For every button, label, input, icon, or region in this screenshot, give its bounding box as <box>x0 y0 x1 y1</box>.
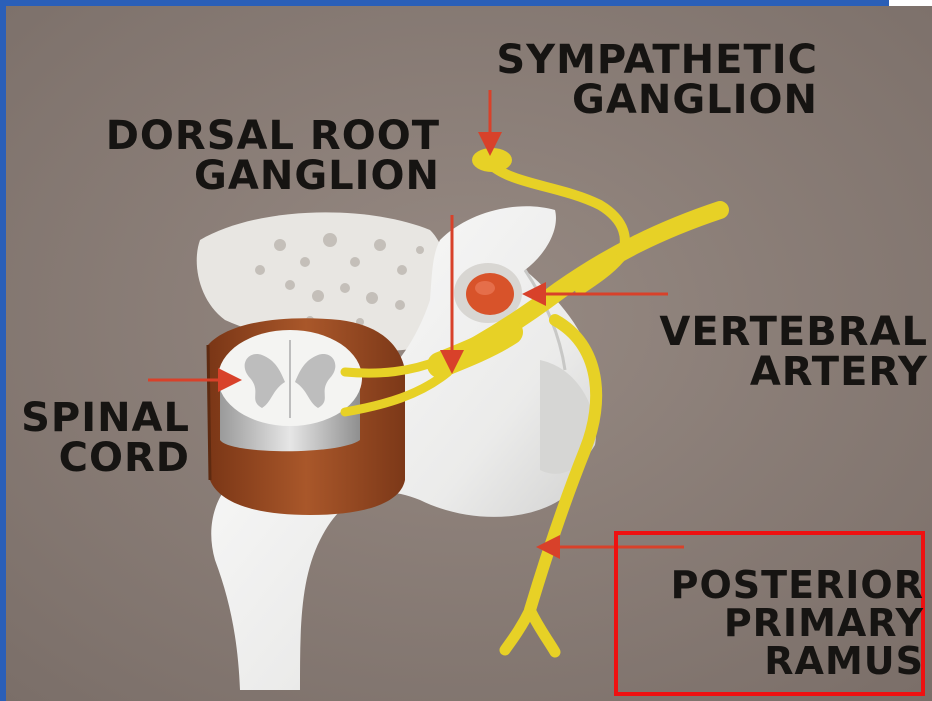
label-sympathetic-ganglion: SYMPATHETIC GANGLION <box>478 40 818 120</box>
label-line: RAMUS <box>632 642 924 680</box>
label-line: VERTEBRAL <box>648 312 928 352</box>
label-line: SYMPATHETIC <box>478 40 818 80</box>
label-posterior-primary-ramus: POSTERIOR PRIMARY RAMUS <box>632 566 924 680</box>
label-line: DORSAL ROOT <box>62 116 440 156</box>
label-spinal-cord: SPINAL CORD <box>10 398 190 478</box>
label-dorsal-root-ganglion: DORSAL ROOT GANGLION <box>62 116 440 196</box>
label-line: CORD <box>10 438 190 478</box>
label-vertebral-artery: VERTEBRAL ARTERY <box>648 312 928 392</box>
label-line: GANGLION <box>62 156 440 196</box>
label-line: GANGLION <box>478 80 818 120</box>
spinal-cord-drawing <box>218 330 362 451</box>
label-line: PRIMARY <box>632 604 924 642</box>
label-line: POSTERIOR <box>632 566 924 604</box>
sympathetic-ganglion-drawing <box>472 148 512 172</box>
label-line: ARTERY <box>648 352 928 392</box>
label-line: SPINAL <box>10 398 190 438</box>
